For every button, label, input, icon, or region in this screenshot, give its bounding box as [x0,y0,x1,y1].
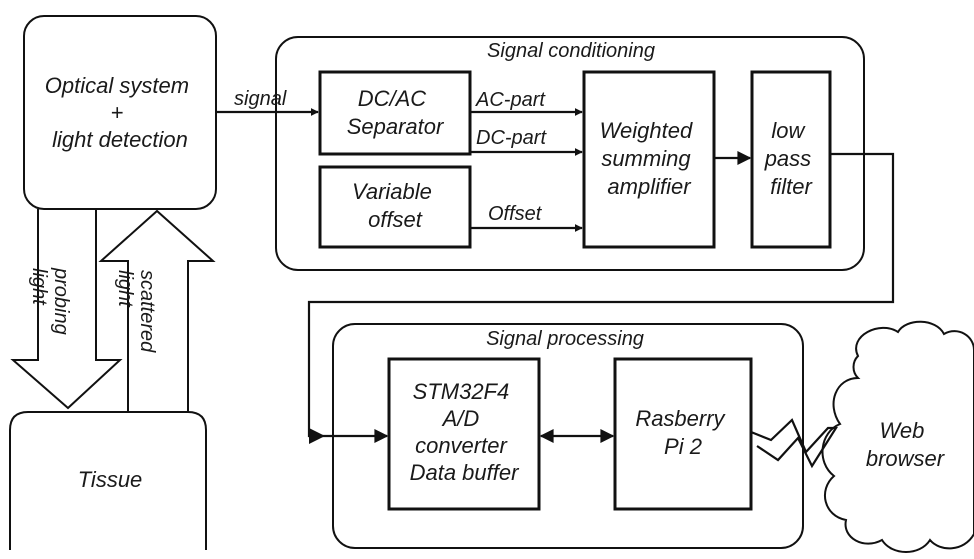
dc-ac-separator-block [318,70,472,156]
web-browser-label: Web browser [866,418,946,471]
raspberry-pi-block [613,357,753,511]
variable-offset-label: Variable offset [352,179,438,232]
signal-wire-label: signal [234,88,287,110]
stm32-block [387,357,541,511]
tissue-label: Tissue [78,467,143,492]
scattered-light-arrow [98,209,216,412]
low-pass-filter-label: low pass filter [764,118,818,199]
stm32-label: STM32F4 A/D converter Data buffer [410,379,521,485]
scattered-light-label: scattered light [114,270,158,358]
web-browser-cloud [821,320,974,553]
signal-conditioning-title: Signal conditioning [487,40,655,62]
variable-offset-block [318,165,472,249]
filter-to-stm32-arrowhead-extra [309,428,325,444]
ac-part-label: AC-part [475,89,546,111]
wireless-link [750,418,838,469]
optical-system-label: Optical system + light detection [45,73,195,152]
offset-wire-label: Offset [488,203,543,225]
low-pass-filter-block [750,70,832,249]
probing-light-arrow [10,209,123,410]
signal-processing-title: Signal processing [486,328,644,350]
probing-light-label: probing light [28,267,72,340]
dc-ac-separator-label: DC/AC Separator [347,86,445,139]
summing-amplifier-label: Weighted summing amplifier [600,118,699,199]
dc-part-label: DC-part [476,127,547,149]
summing-amplifier-block [582,70,716,249]
raspberry-pi-label: Rasberry Pi 2 [635,406,730,459]
tissue-block [9,411,207,550]
